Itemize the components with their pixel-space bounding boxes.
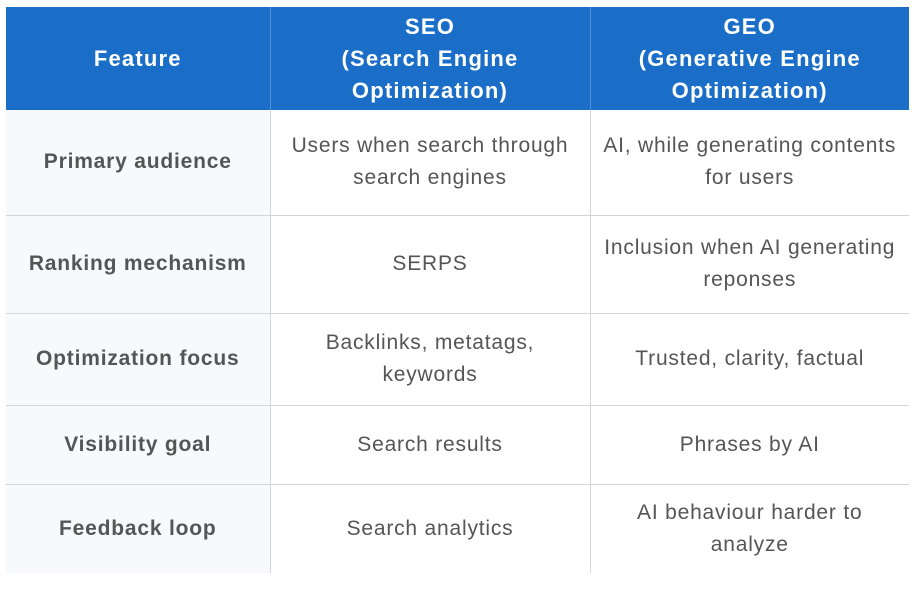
cell-feature: Optimization focus [6, 312, 270, 405]
cell-geo: Inclusion when AI generating reponses [589, 214, 909, 313]
comparison-table: Feature SEO (Search Engine Optimization)… [6, 7, 909, 573]
table-row: Optimization focus Backlinks, metatags, … [6, 312, 909, 405]
cell-seo: SERPS [269, 214, 590, 313]
cell-geo: AI behaviour harder to analyze [589, 483, 909, 573]
table-row: Feedback loop Search analytics AI behavi… [6, 483, 909, 573]
cell-geo: AI, while generating contents for users [589, 110, 909, 215]
cell-seo: Search analytics [269, 483, 590, 573]
table-header: Feature SEO (Search Engine Optimization)… [6, 7, 909, 110]
header-seo-label: SEO (Search Engine Optimization) [341, 13, 519, 103]
header-feature: Feature [6, 7, 270, 110]
header-geo: GEO (Generative Engine Optimization) [589, 7, 909, 110]
cell-geo: Phrases by AI [589, 404, 909, 484]
table-row: Ranking mechanism SERPS Inclusion when A… [6, 214, 909, 313]
header-feature-label: Feature [93, 45, 182, 71]
cell-feature: Ranking mechanism [6, 214, 270, 313]
cell-feature: Primary audience [6, 110, 270, 215]
header-row: Feature SEO (Search Engine Optimization)… [6, 7, 909, 110]
table-body: Primary audience Users when search throu… [6, 110, 909, 573]
table-row: Primary audience Users when search throu… [6, 110, 909, 215]
table-row: Visibility goal Search results Phrases b… [6, 404, 909, 484]
cell-feature: Visibility goal [6, 404, 270, 484]
cell-seo: Backlinks, metatags, keywords [269, 312, 590, 405]
header-seo: SEO (Search Engine Optimization) [269, 7, 590, 110]
cell-feature: Feedback loop [6, 483, 270, 573]
cell-seo: Users when search through search engines [269, 110, 590, 215]
cell-geo: Trusted, clarity, factual [589, 312, 909, 405]
header-geo-label: GEO (Generative Engine Optimization) [638, 13, 861, 103]
cell-seo: Search results [269, 404, 590, 484]
